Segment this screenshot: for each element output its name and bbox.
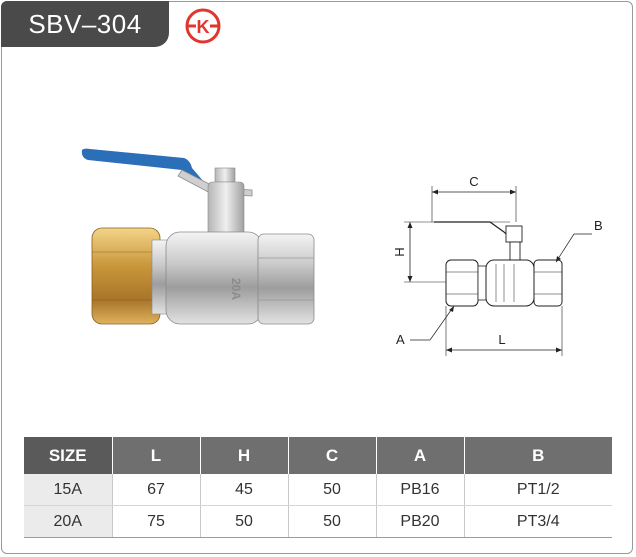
cell-h: 50 — [200, 505, 289, 538]
logo-letter: K — [197, 17, 210, 37]
cell-size: 20A — [24, 505, 113, 538]
dimension-drawing: C H L A B — [392, 174, 603, 356]
header-l: L — [112, 437, 201, 474]
header-c: C — [288, 437, 377, 474]
header-size: SIZE — [24, 437, 113, 474]
cell-b: PT1/2 — [464, 474, 612, 506]
table-row: 20A 75 50 50 PB20 PT3/4 — [24, 505, 612, 538]
cell-c: 50 — [288, 474, 377, 506]
cell-c: 50 — [288, 505, 377, 538]
cell-b: PT3/4 — [464, 505, 612, 538]
hex-end — [257, 233, 315, 325]
dim-l-label: L — [498, 332, 505, 347]
cell-a: PB20 — [376, 505, 465, 538]
valve-handle — [81, 148, 204, 186]
header-b: B — [464, 437, 612, 474]
header-a: A — [376, 437, 465, 474]
cell-size: 15A — [24, 474, 113, 506]
valve-photo: 20A — [81, 148, 315, 325]
cell-l: 67 — [112, 474, 201, 506]
table-row: 15A 67 45 50 PB16 PT1/2 — [24, 474, 612, 506]
dim-c-label: C — [469, 174, 478, 189]
spec-table-header: SIZE L H C A B — [24, 437, 612, 474]
dim-h-label: H — [392, 247, 407, 256]
header-h: H — [200, 437, 289, 474]
cell-h: 45 — [200, 474, 289, 506]
model-tag: SBV–304 — [1, 1, 169, 47]
body-marking: 20A — [229, 278, 243, 300]
cell-a: PB16 — [376, 474, 465, 506]
label-a: A — [396, 332, 405, 347]
brand-logo-icon: K — [185, 8, 221, 44]
spec-table: SIZE L H C A B 15A 67 45 50 PB16 PT1/2 2… — [24, 437, 612, 538]
label-b: B — [594, 218, 603, 233]
cell-l: 75 — [112, 505, 201, 538]
valve-body — [165, 231, 263, 325]
brass-nut — [91, 227, 161, 325]
